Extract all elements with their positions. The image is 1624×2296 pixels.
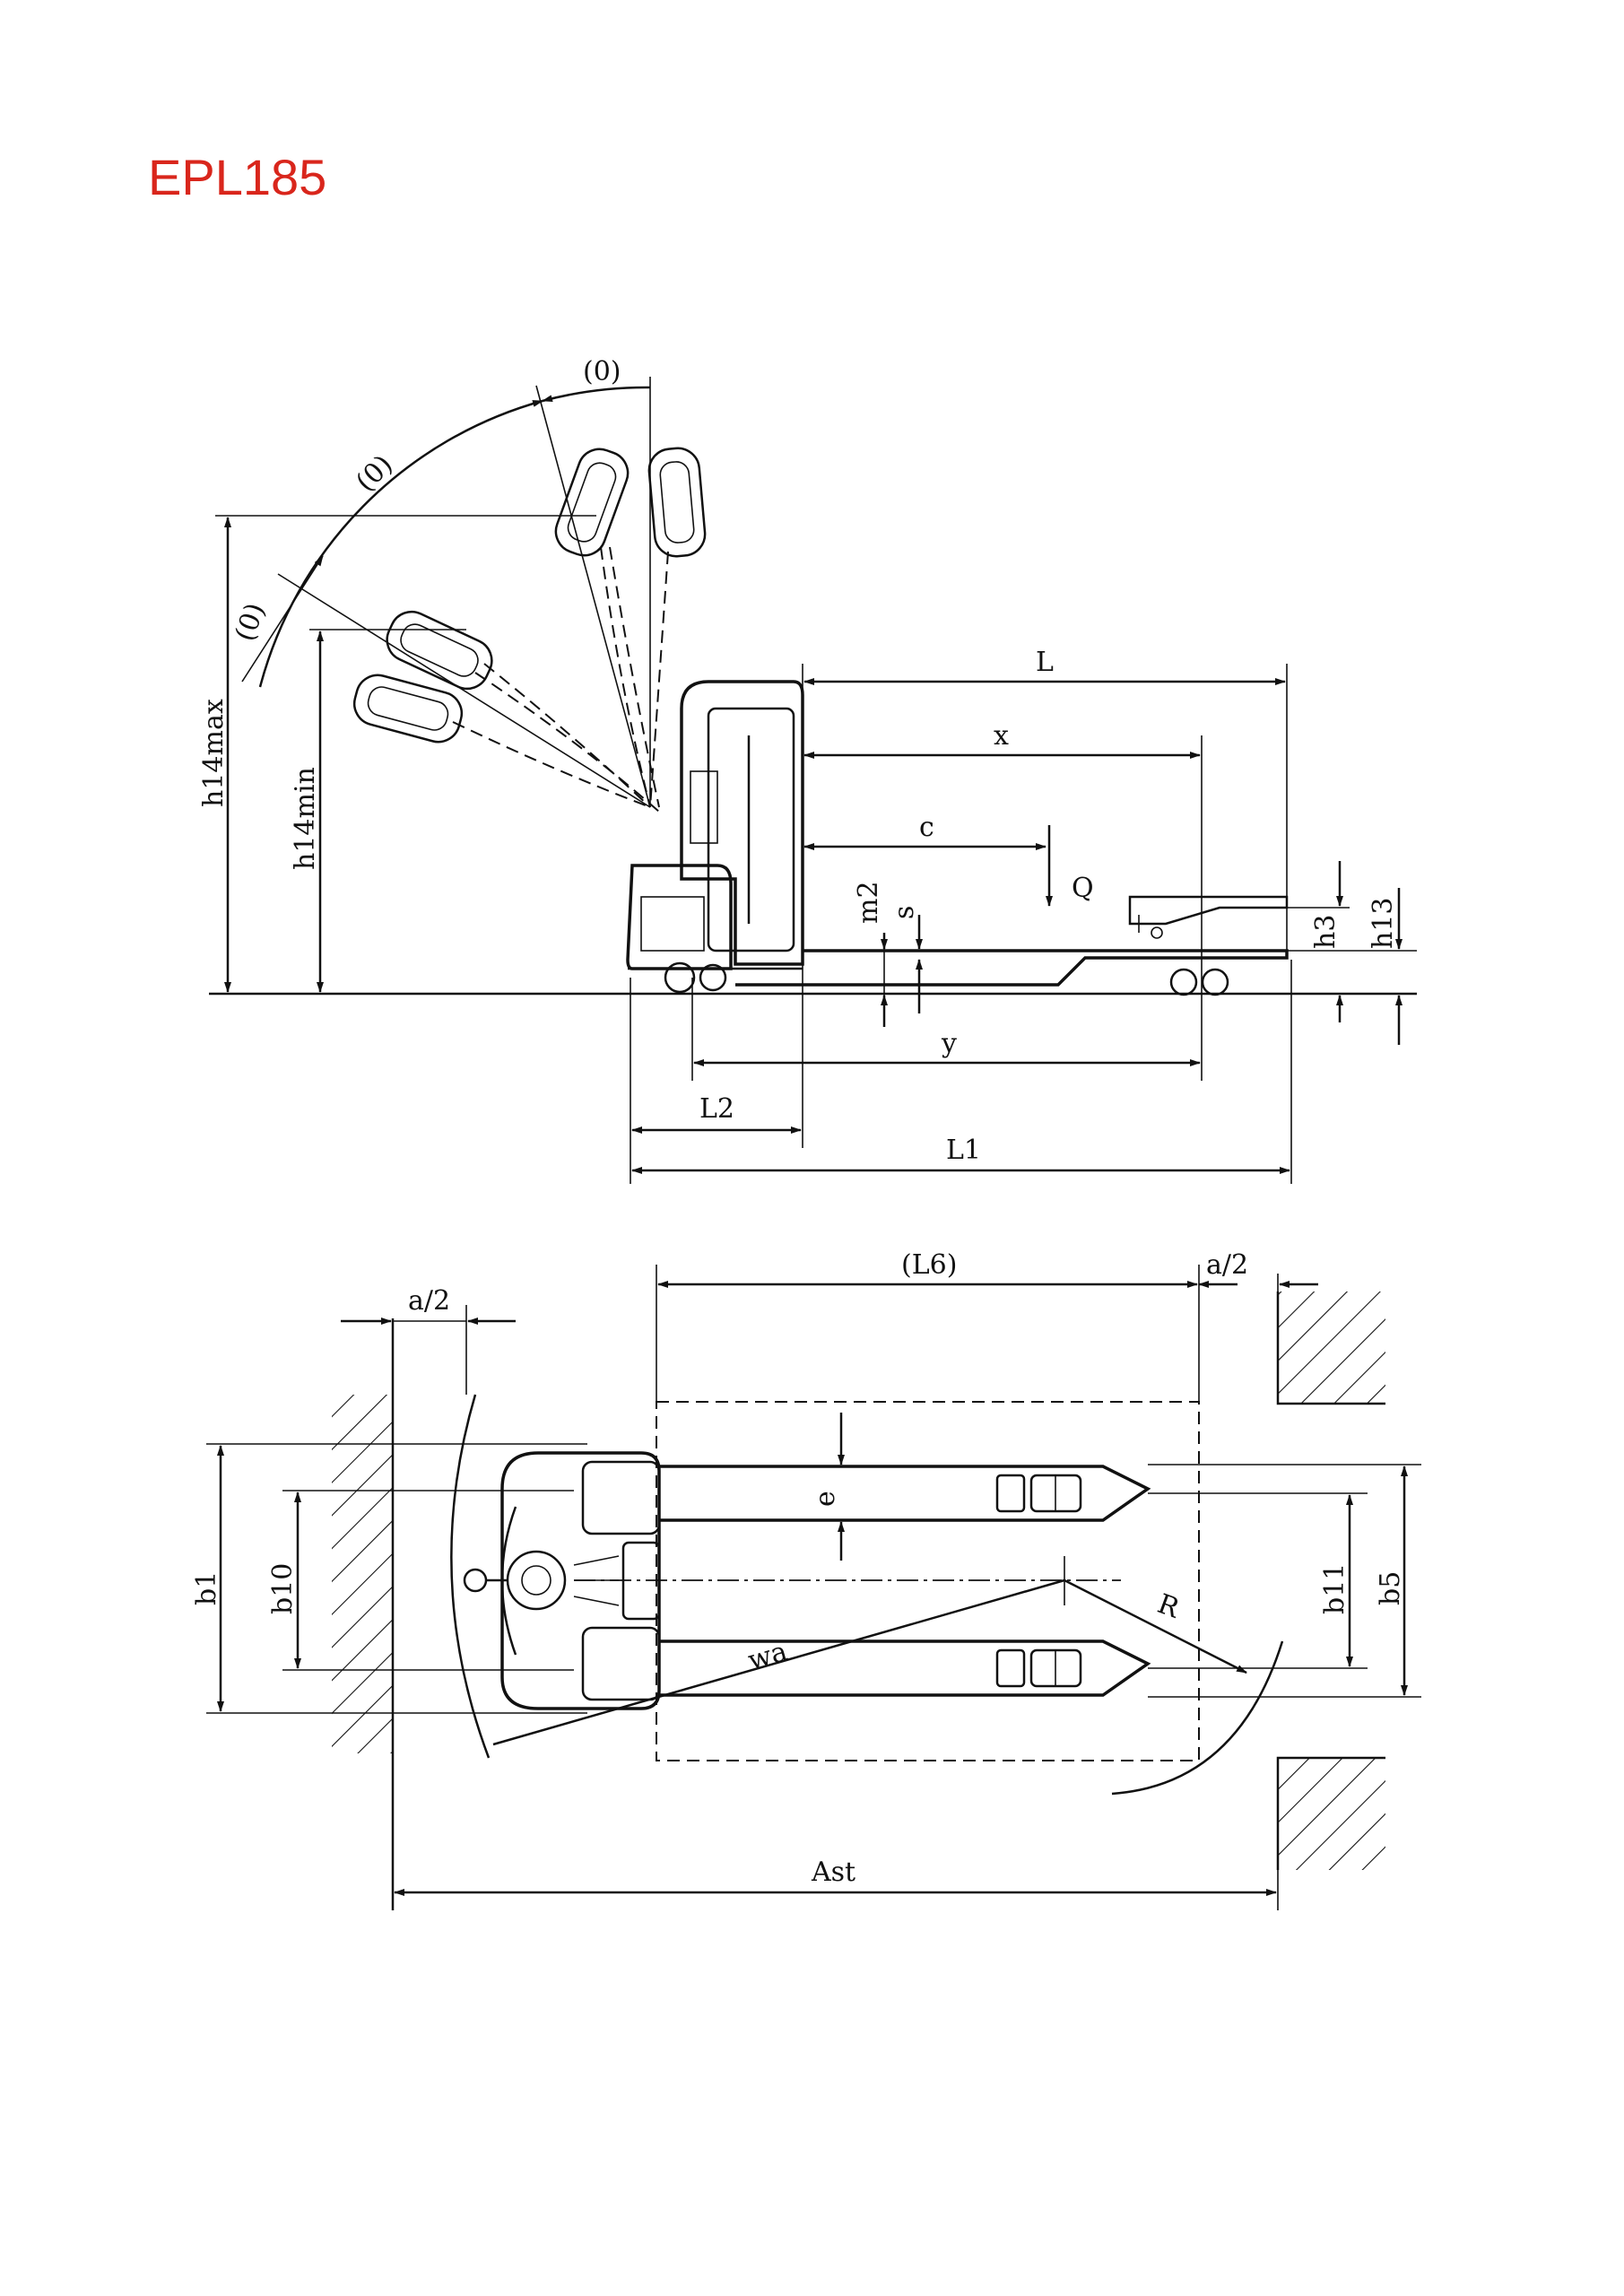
dim-y-label: y <box>941 1028 957 1059</box>
pallet-outline <box>656 1401 1200 1761</box>
wa-line <box>492 1578 1065 1746</box>
side-view: (0) (0) (0) <box>198 356 1417 1184</box>
forks-top <box>659 1465 1151 1697</box>
truck-top <box>463 1451 661 1710</box>
dim-L1-label: L1 <box>946 1135 981 1166</box>
dim-a2-left-label: a/2 <box>408 1285 450 1317</box>
dim-h3-label: h3 <box>1310 915 1342 949</box>
dim-b1-label: b1 <box>191 1571 222 1605</box>
tiller-angle-ref <box>535 385 651 808</box>
tiller-low-ref <box>277 573 651 808</box>
right-wall-lower-hatch <box>1278 1758 1385 1870</box>
dim-a2-right-label: a/2 <box>1206 1249 1248 1281</box>
turn-arc-left <box>450 1394 491 1759</box>
dim-L6-label: (L6) <box>901 1249 957 1281</box>
dim-s-label: s <box>889 906 920 919</box>
model-title: EPL185 <box>148 149 327 205</box>
tiller-arc-top <box>542 386 651 403</box>
dim-L-label: L <box>1036 647 1054 678</box>
top-view: wa R (L6) a/2 a/2 e b1 b10 <box>191 1249 1421 1910</box>
dim-e-label: e <box>810 1491 841 1507</box>
dim-h14max-label: h14max <box>198 699 230 807</box>
tiller-heads <box>352 447 707 813</box>
dim-b11-label: b11 <box>1319 1563 1350 1614</box>
angle-label-low: (0) <box>229 599 271 646</box>
load-Q-label: Q <box>1072 873 1094 904</box>
angle-label-top: (0) <box>583 356 621 387</box>
dim-h13-label: h13 <box>1368 898 1399 950</box>
right-wall-upper-hatch <box>1278 1292 1385 1404</box>
dim-h14min-label: h14min <box>290 767 321 870</box>
angle-label-mid: (0) <box>350 449 399 499</box>
dim-x-label: x <box>994 720 1009 752</box>
dim-Ast-label: Ast <box>811 1857 855 1888</box>
dim-m2-label: m2 <box>853 881 884 924</box>
tiller-arc-ray <box>241 555 324 683</box>
R-line <box>1064 1578 1247 1674</box>
dim-R-label: R <box>1153 1588 1185 1625</box>
left-wall-hatch <box>332 1395 393 1753</box>
tiller-arc-outer <box>258 399 543 688</box>
dim-b10-label: b10 <box>267 1563 299 1614</box>
dim-L2-label: L2 <box>699 1093 734 1125</box>
turn-arc-right <box>1111 1640 1284 1796</box>
truck-body <box>626 680 1289 996</box>
dim-c-label: c <box>919 812 934 843</box>
dim-b5-label: b5 <box>1375 1571 1406 1605</box>
